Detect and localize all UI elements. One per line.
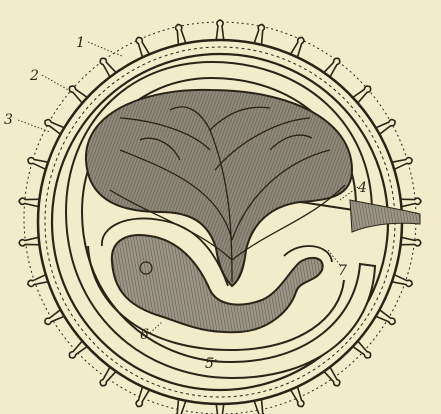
label-4: 4 [357, 180, 367, 196]
label-5: 5 [205, 356, 214, 372]
label-2: 2 [29, 68, 39, 84]
villus [216, 20, 224, 42]
label-6: 6 [140, 327, 149, 343]
label-1: 1 [76, 35, 85, 51]
label-3: 3 [4, 112, 13, 128]
label-7: 7 [338, 263, 347, 279]
